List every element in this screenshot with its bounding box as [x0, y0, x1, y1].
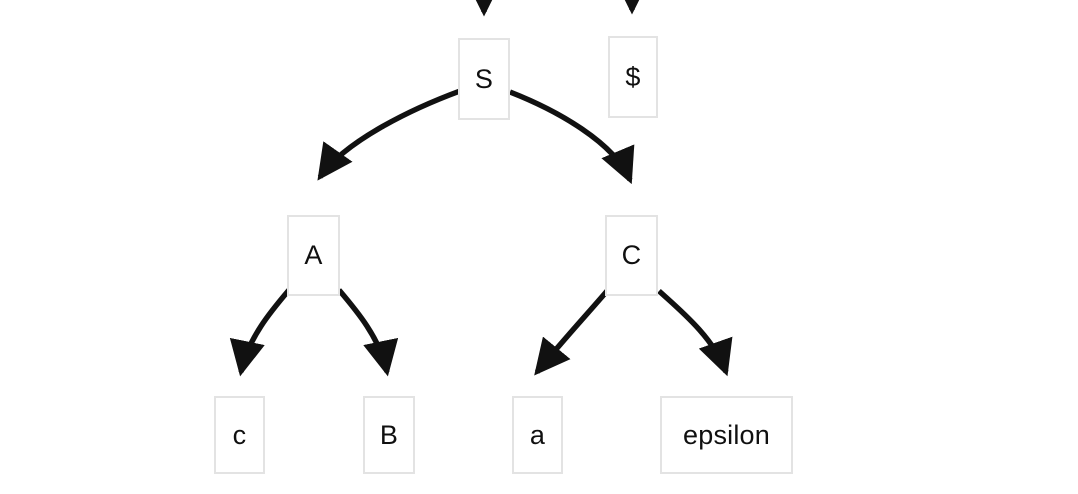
edge-a-to-b [336, 288, 399, 377]
node-c-terminal-label: c [232, 419, 247, 450]
node-epsilon[interactable]: epsilon [660, 396, 793, 474]
node-dollar[interactable]: $ [608, 36, 658, 118]
node-c-nonterminal-label: C [621, 240, 642, 270]
edge-incoming-to-dollar [614, 0, 650, 15]
node-b-nonterminal[interactable]: B [363, 396, 415, 474]
node-a-nonterminal-label: A [304, 240, 323, 270]
edge-a-to-c-leaf [229, 288, 292, 377]
edge-s-to-a [317, 88, 461, 181]
edge-c-to-a-leaf [534, 289, 610, 376]
node-epsilon-label: epsilon [683, 419, 770, 450]
node-b-nonterminal-label: B [379, 419, 399, 450]
node-s[interactable]: S [458, 38, 510, 120]
node-c-nonterminal[interactable]: C [605, 215, 658, 296]
node-c-terminal[interactable]: c [214, 396, 265, 474]
node-a-nonterminal[interactable]: A [287, 215, 340, 296]
node-dollar-label: $ [625, 61, 641, 92]
node-a-terminal-label: a [529, 419, 546, 450]
node-a-terminal[interactable]: a [512, 396, 563, 474]
node-s-label: S [474, 63, 494, 94]
edge-c-to-epsilon [657, 288, 733, 377]
edge-incoming-to-s [466, 0, 502, 17]
